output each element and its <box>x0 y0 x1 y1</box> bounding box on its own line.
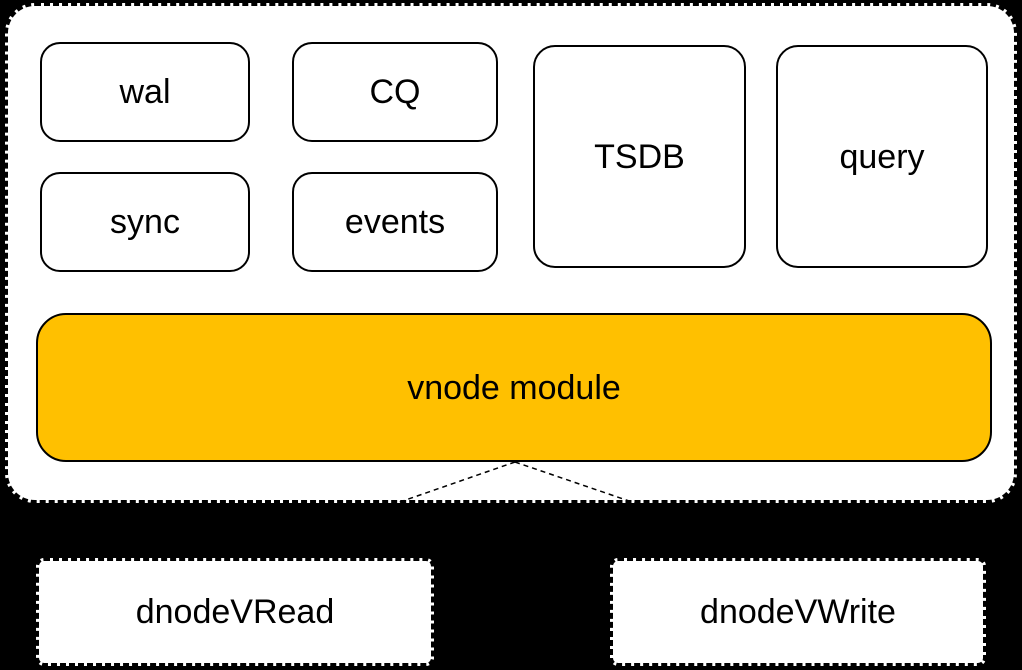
events-label: events <box>344 203 446 241</box>
tsdb-label: TSDB <box>594 137 685 176</box>
dnode-vread-label: dnodeVRead <box>135 593 335 631</box>
query-label: query <box>839 137 925 176</box>
cq-box: CQ <box>292 42 498 142</box>
vnode-module-label: vnode module <box>407 368 621 407</box>
sync-label: sync <box>110 203 180 241</box>
wal-label: wal <box>119 73 171 111</box>
sync-box: sync <box>40 172 250 272</box>
tsdb-box: TSDB <box>533 45 746 268</box>
cq-label: CQ <box>369 73 421 111</box>
wal-box: wal <box>40 42 250 142</box>
dnode-vwrite-label: dnodeVWrite <box>700 593 896 631</box>
vnode-module-box: vnode module <box>36 313 992 462</box>
events-box: events <box>292 172 498 272</box>
query-box: query <box>776 45 988 268</box>
dnode-vwrite-box: dnodeVWrite <box>610 558 986 666</box>
dnode-vread-box: dnodeVRead <box>36 558 434 666</box>
